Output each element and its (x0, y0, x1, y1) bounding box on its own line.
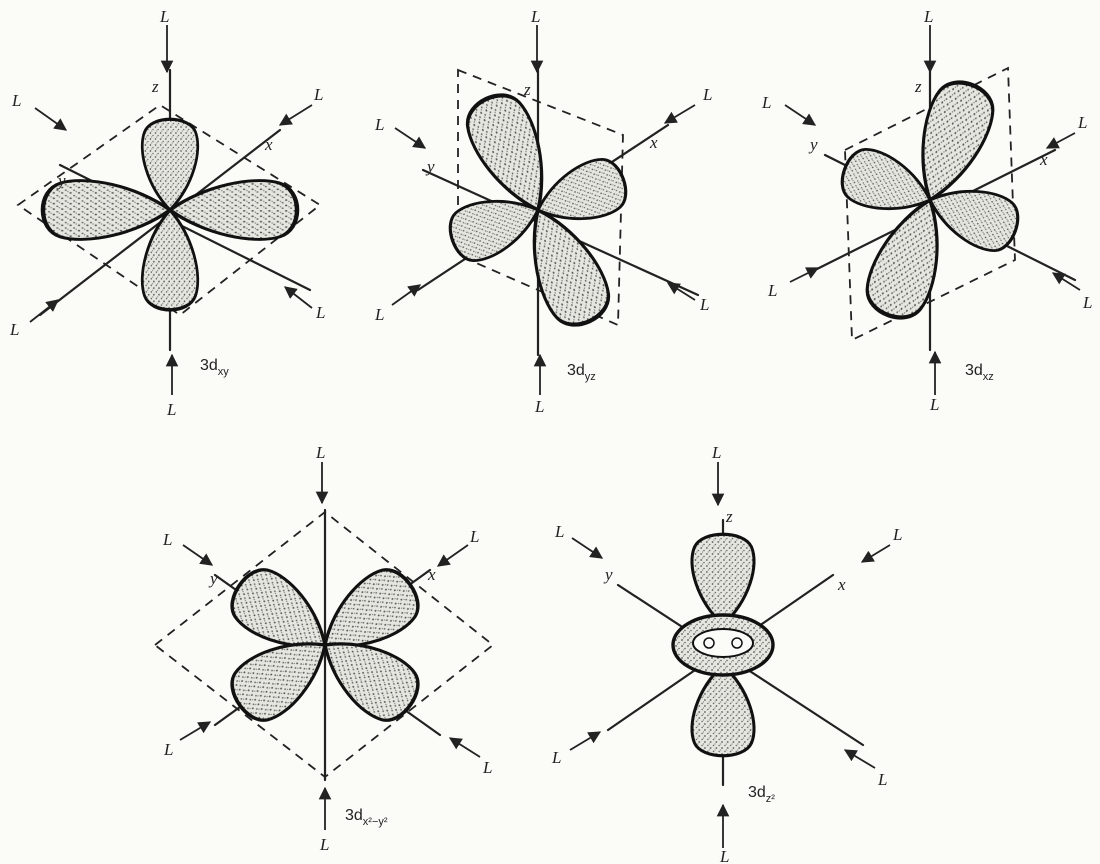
dxy-ligand-topright: L (313, 85, 323, 104)
dyz-axis-x: x (649, 133, 658, 152)
dxz-ligand-botleft: L (767, 281, 777, 300)
dx2y2-axis-x: x (427, 565, 436, 584)
dz2-ligand-top: L (711, 443, 721, 462)
dyz-ligand-botleft: L (374, 305, 384, 324)
dyz-caption: 3dyz (567, 362, 596, 383)
dxz-axis-y: y (808, 135, 818, 154)
dxy-ligand-botleft: L (9, 320, 19, 339)
dxy-caption: 3dxy (200, 357, 229, 378)
dyz-ligand-bottom: L (534, 397, 544, 416)
dyz-ligand-topleft: L (374, 115, 384, 134)
orbital-dxz (815, 68, 1075, 350)
dxy-ligand-bottom: L (166, 400, 176, 419)
dz2-axis-x: x (837, 575, 846, 594)
dyz-ligand-topright: L (702, 85, 712, 104)
dxy-lobes (43, 119, 297, 310)
dx2y2-caption: 3dx²−y² (345, 807, 388, 828)
dyz-axis-y: y (425, 157, 435, 176)
orbital-dyz (418, 70, 698, 355)
dz2-ligand-botleft: L (551, 748, 561, 767)
dxz-ligand-topleft: L (761, 93, 771, 112)
dxy-axis-x: x (264, 135, 273, 154)
dx2y2-ligand-botright: L (482, 758, 492, 777)
dz2-ligand-botright: L (877, 770, 887, 789)
dyz-ligand-botright: L (699, 295, 709, 314)
dz2-ligand-bottom: L (719, 847, 729, 864)
dz2-caption: 3dz² (748, 784, 775, 805)
dz2-ligand-topleft: L (554, 522, 564, 541)
dx2y2-ligand-botleft: L (163, 740, 173, 759)
dx2y2-ligand-topleft: L (162, 530, 172, 549)
dxz-caption: 3dxz (965, 362, 994, 383)
dz2-axis-z: z (725, 507, 733, 526)
dxz-ligand-topright: L (1077, 113, 1087, 132)
dxz-ligand-botright: L (1082, 293, 1092, 312)
dx2y2-ligand-topright: L (469, 527, 479, 546)
dyz-axis-z: z (523, 80, 531, 99)
dxz-ligand-bottom: L (929, 395, 939, 414)
dxy-ligand-top: L (159, 7, 169, 26)
orbital-dxy (18, 70, 320, 350)
orbital-dz2 (608, 520, 863, 785)
dxz-lobes (835, 74, 1025, 325)
dxz-axis-z: z (914, 77, 922, 96)
dxz-ligand-top: L (923, 7, 933, 26)
dx2y2-ligand-bottom: L (319, 835, 329, 854)
dz2-ligand-topright: L (892, 525, 902, 544)
orbital-dx2y2 (155, 510, 493, 780)
dz2-lobes (673, 534, 773, 756)
dx2y2-axis-y: y (208, 569, 218, 588)
dx2y2-ligand-top: L (315, 443, 325, 462)
dxz-axis-x: x (1039, 150, 1048, 169)
dyz-ligand-top: L (530, 7, 540, 26)
dxy-axis-z: z (151, 77, 159, 96)
dz2-axis-y: y (603, 565, 613, 584)
dxy-ligand-topleft: L (11, 91, 21, 110)
dxy-axis-y: y (56, 171, 66, 190)
dxy-ligand-botright: L (315, 303, 325, 322)
